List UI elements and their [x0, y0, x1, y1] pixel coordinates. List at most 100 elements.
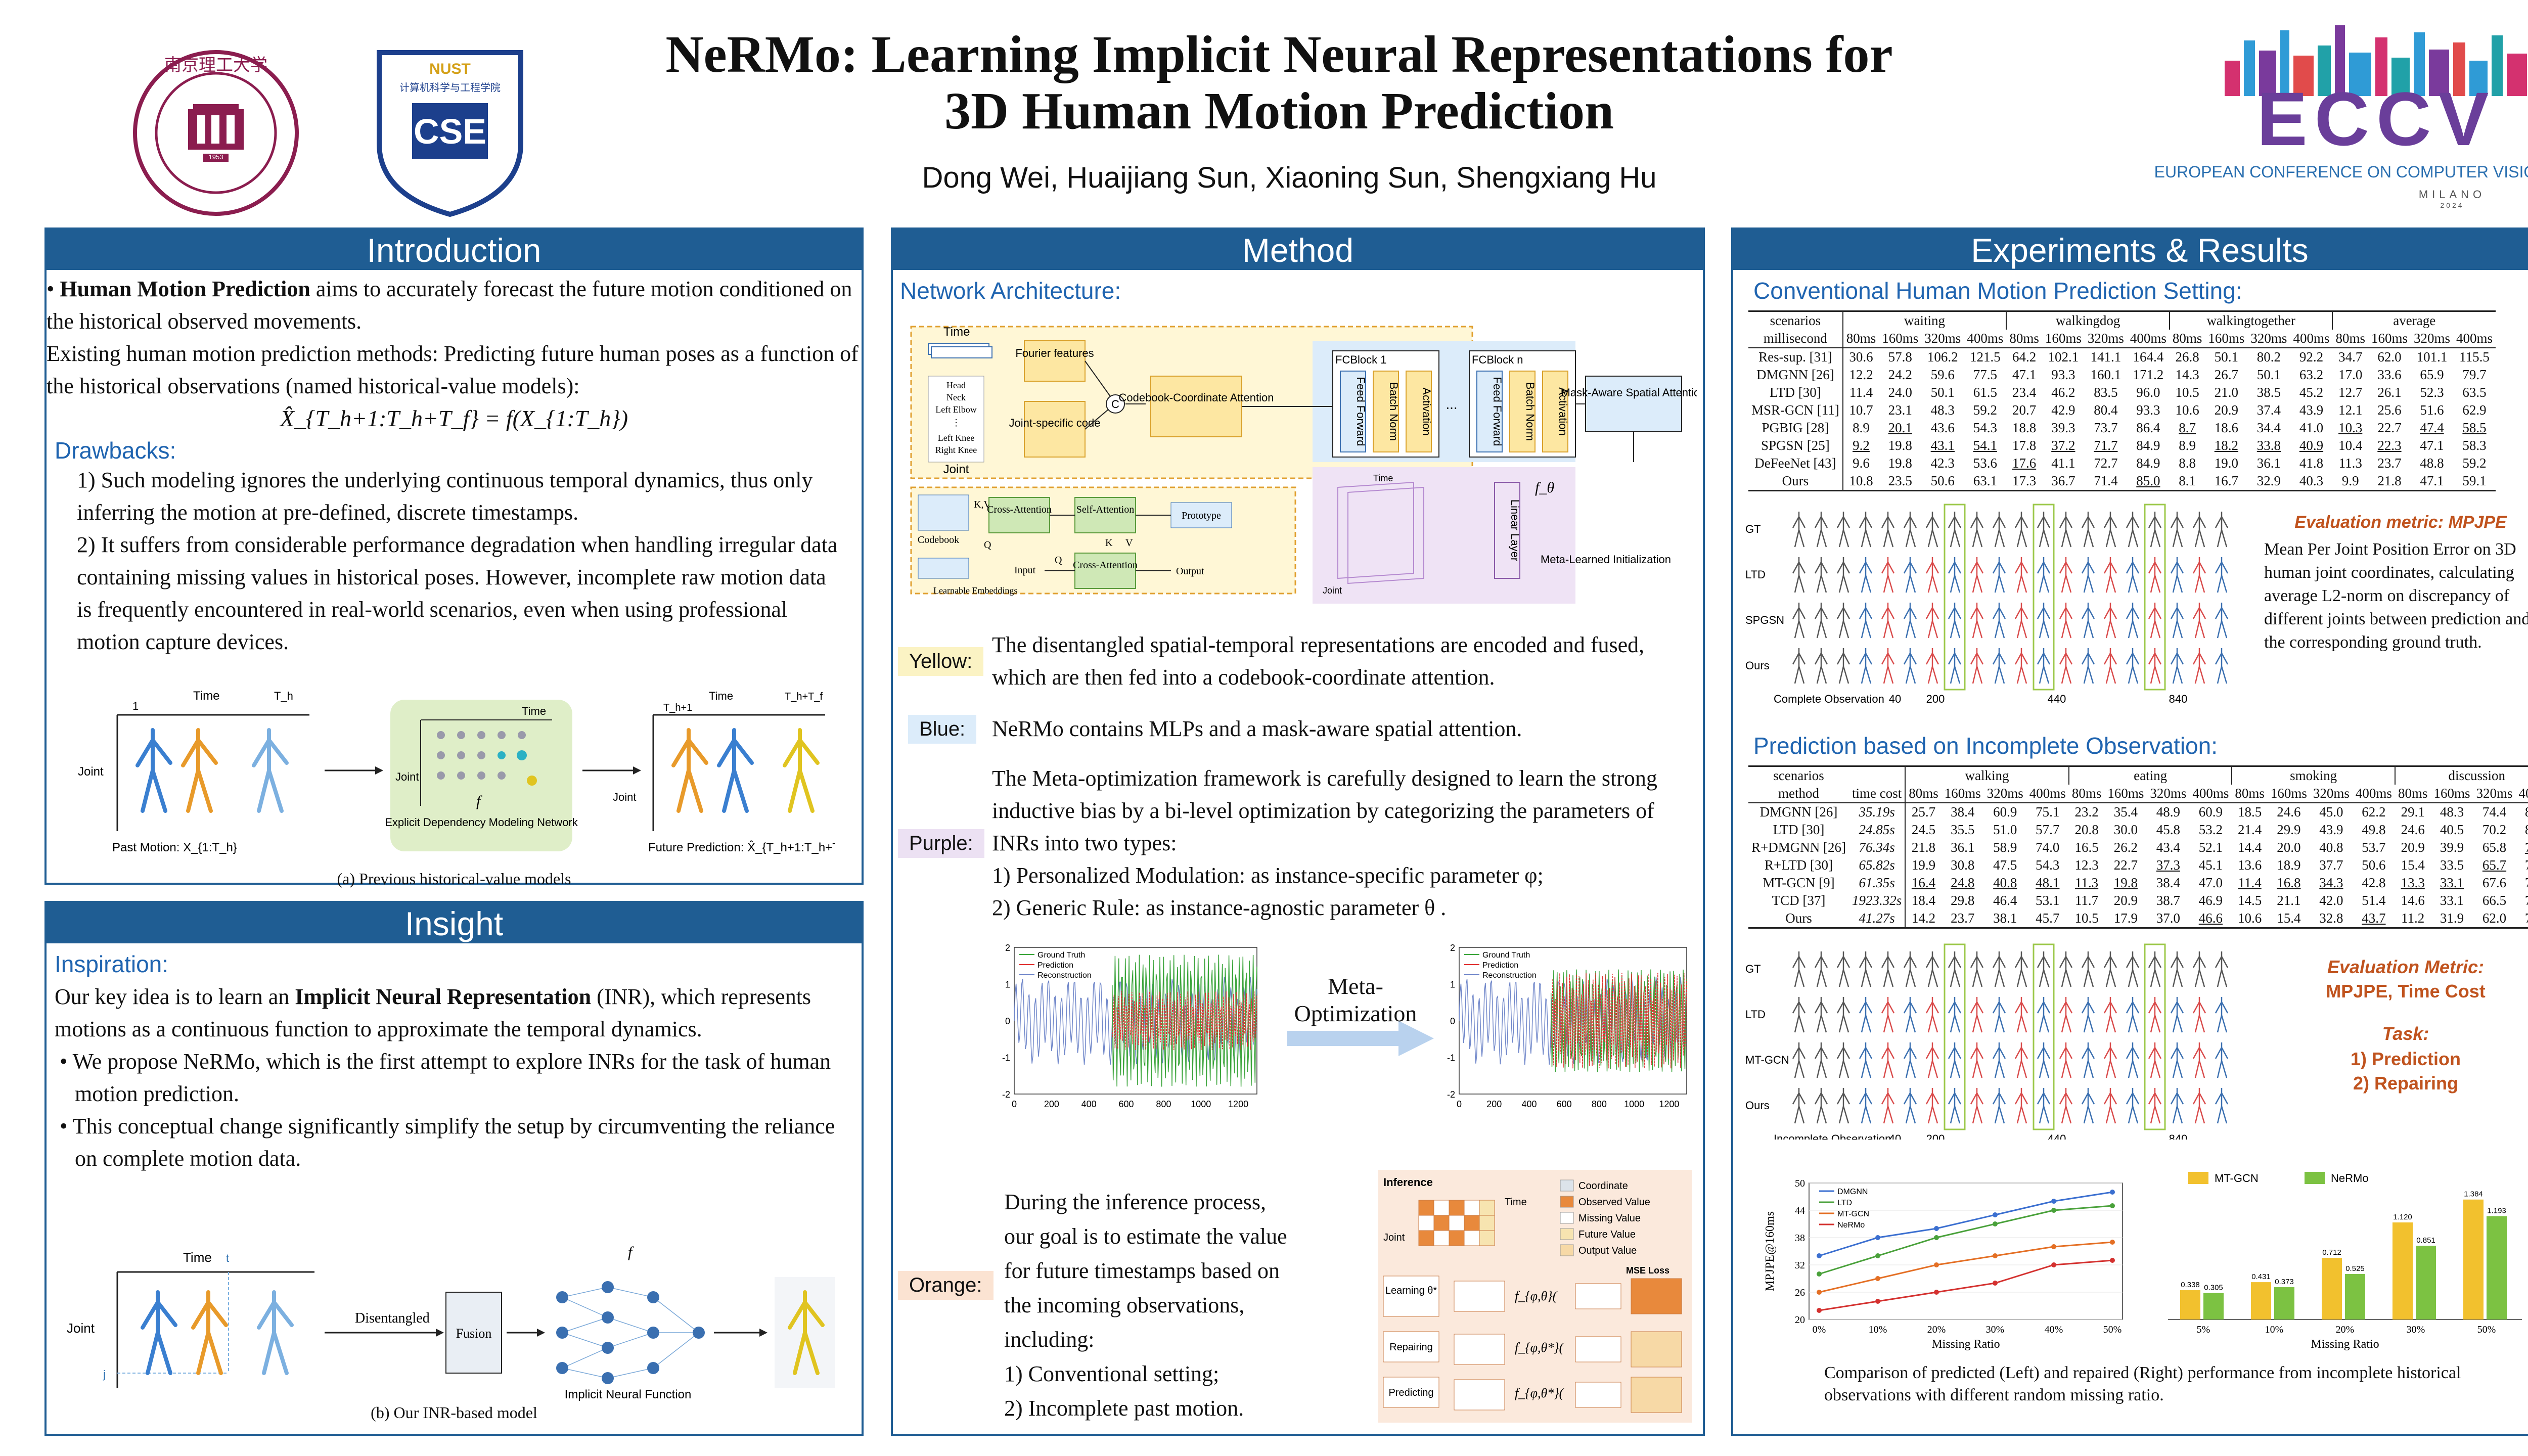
table-cell: 10.3: [2338, 420, 2363, 435]
pose-figure: [2192, 951, 2206, 987]
pose-figure: [1859, 1042, 1873, 1078]
table-cell: 19.9: [1911, 857, 1936, 873]
table-cell: 36.1: [2256, 456, 2281, 471]
table-cell: 1923.32s: [1848, 892, 1906, 909]
table-column-header: 160ms: [2205, 330, 2248, 348]
meta-arrow: [1287, 1021, 1434, 1056]
table-cell: 24.8: [1951, 875, 1975, 890]
legend-label: DMGNN: [1837, 1188, 1868, 1196]
fig-b-f: f: [628, 1244, 634, 1260]
table-column-header: millisecond: [1748, 330, 1843, 348]
table-cell: 83.5: [2094, 385, 2118, 400]
data-point: [2110, 1258, 2115, 1263]
table-cell: 75.1: [2036, 804, 2060, 820]
x-tick-label: 1000: [1191, 1099, 1211, 1109]
table-cell: 54.3: [2036, 857, 2060, 873]
eccv-year: 2024: [2440, 201, 2464, 209]
pose-axis-label: 40: [1889, 1132, 1901, 1140]
fig-b-fusion: Fusion: [456, 1326, 492, 1341]
introduction-header: Introduction: [47, 230, 862, 270]
table-cell: 8.8: [2179, 456, 2196, 471]
table-column-header: 160ms: [2104, 785, 2147, 803]
inf-title: Inference: [1383, 1176, 1433, 1189]
table-cell: 72.7: [2094, 456, 2118, 471]
table-cell: 53.6: [1973, 456, 1997, 471]
pose-figure: [2037, 997, 2051, 1033]
table-column-header: 400ms: [2127, 330, 2170, 348]
y-tick-label: -2: [1002, 1089, 1010, 1100]
pose-figure: [1903, 648, 1917, 684]
university-logo: 1953 南京理工大学: [133, 50, 299, 216]
table-cell: 62.0: [2377, 349, 2402, 365]
highlight-box: [2144, 504, 2166, 691]
pose-figure: [1992, 951, 2006, 987]
table-cell: 16.8: [2277, 875, 2301, 890]
pose-figure: [2126, 997, 2140, 1033]
table-cell: 62.0: [2473, 909, 2516, 929]
table-column-header: 160ms: [1941, 785, 1984, 803]
pose-figure: [2103, 997, 2117, 1033]
table-cell: 52.3: [2420, 385, 2444, 400]
table-cell: 65.82s: [1848, 856, 1906, 874]
x-tick-label: 200: [1486, 1099, 1502, 1109]
data-point: [1875, 1299, 1880, 1304]
pose-figure: [2192, 1088, 2206, 1124]
table-cell: 45.2: [2299, 385, 2324, 400]
arch-cross-att-2: Cross-Attention: [1073, 560, 1138, 571]
table-cell: 43.9: [2319, 822, 2343, 837]
table-cell: 33.8: [2256, 438, 2281, 453]
arch-joint-left-elbow: Left Elbow: [935, 404, 976, 415]
table-cell: 34.3: [2319, 875, 2343, 890]
pose-figure: [2126, 603, 2140, 639]
arch-output: Output: [1176, 566, 1204, 577]
pose-figure: [2215, 648, 2229, 684]
pose-figure: [1925, 648, 1939, 684]
table-cell: 62.2: [2362, 804, 2386, 820]
table-cell: 38.5: [2256, 385, 2281, 400]
table-cell: 39.9: [2440, 840, 2464, 855]
table-cell: 29.1: [2401, 804, 2425, 820]
pose-figure: [1814, 951, 1828, 987]
table-cell: 19.8: [2113, 875, 2138, 890]
fig-b-j: j: [103, 1368, 106, 1381]
arch-concat: C: [1111, 398, 1119, 411]
table-cell: 43.1: [1930, 438, 1955, 453]
pose-figure: [1970, 1088, 1984, 1124]
table-cell: 50.6: [2362, 857, 2386, 873]
pose-figure: [2215, 1088, 2229, 1124]
table-cell: 84.9: [2136, 438, 2160, 453]
bar-NeRMo: [2203, 1293, 2224, 1320]
arch-learnable-emb: Learnable Embeddings: [933, 585, 1017, 596]
series-prediction: [1550, 973, 1687, 1069]
table-group-header: walking: [1905, 765, 2069, 785]
x-tick-label: 10%: [1869, 1324, 1887, 1335]
pose-figure: [1859, 1088, 1873, 1124]
pose-figure: [1903, 512, 1917, 548]
table-cell: 14.6: [2401, 893, 2425, 908]
table-column-header: 160ms: [2267, 785, 2310, 803]
table-cell: 47.1: [2420, 438, 2444, 453]
arch-fcn: FCBlock n: [1472, 353, 1523, 366]
arch-v: V: [1125, 537, 1133, 549]
y-tick-label: 2: [1005, 943, 1010, 953]
insight-bullet-1: • We propose NeRMo, which is the first a…: [60, 1049, 831, 1106]
table-cell: 66.5: [2482, 893, 2507, 908]
table-cell: 45.1: [2198, 857, 2223, 873]
table-cell: 38.4: [1951, 804, 1975, 820]
pose-figure: [2059, 1042, 2073, 1078]
table-cell: 37.2: [2051, 438, 2075, 453]
eval-metric-2-sub: MPJPE, Time Cost: [2326, 981, 2486, 1002]
fig-a-time-3: Time: [709, 690, 733, 702]
pose-figure: [2014, 951, 2028, 987]
bar-value-label: 0.305: [2204, 1284, 2223, 1292]
pose-figure: [1836, 1042, 1850, 1078]
arch-joint-2: Joint: [1323, 585, 1342, 596]
table-cell: 43.6: [1930, 420, 1955, 435]
y-tick-label: -2: [1447, 1089, 1455, 1100]
table-cell: 141.1: [2090, 349, 2121, 365]
table-column-header: 320ms: [2410, 330, 2453, 348]
table-cell: 32.9: [2247, 472, 2290, 491]
